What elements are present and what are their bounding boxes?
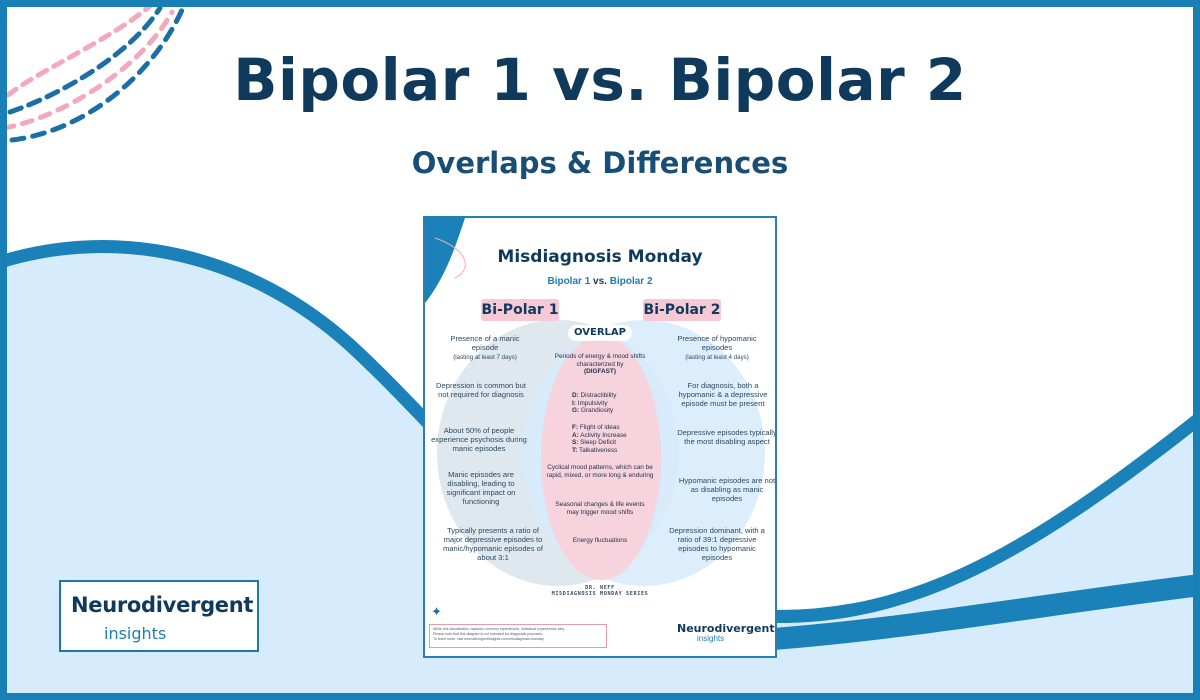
overlap-region: [541, 336, 661, 580]
brand-logo-line1: Neurodivergent: [71, 593, 254, 617]
bp2-item: Hypomanic episodes are not as disabling …: [678, 476, 776, 503]
card-subtitle: Bipolar 1 vs. Bipolar 2: [425, 276, 775, 287]
disclaimer-line: While this visualization captures common…: [433, 627, 565, 631]
bp1-item: Manic episodes are disabling, leading to…: [446, 470, 516, 506]
page-subtitle: Overlaps & Differences: [411, 146, 789, 180]
brand-logo-line2: insights: [104, 624, 167, 643]
overlap-intro-text: Periods of energy & mood shifts characte…: [554, 353, 646, 368]
disclaimer-line: To learn more, visit neurodivergentinsig…: [433, 637, 544, 641]
venn-diagram: [425, 218, 765, 586]
bp1-item: Presence of a manic episode (lasting at …: [437, 334, 533, 362]
brand-logo: Neurodivergent insights: [59, 580, 259, 652]
digfast-item: G: Grandiosity: [572, 407, 614, 415]
digfast-item: F: Flight of ideas: [572, 424, 620, 431]
overlap-item: Seasonal changes & life events may trigg…: [555, 501, 645, 516]
disclaimer-line: Please note that this diagram is not int…: [433, 632, 544, 636]
bp1-item-text: Presence of a manic episode: [450, 334, 520, 352]
light-blue-wave: [0, 246, 1200, 700]
bp2-item: Depressive episodes typically the most d…: [677, 428, 777, 446]
overlap-intro: Periods of energy & mood shifts characte…: [544, 353, 656, 376]
digfast-group-2: F: Flight of ideas A: Activity Increase …: [572, 424, 662, 454]
bipolar1-label: Bi-Polar 1: [481, 299, 559, 321]
card-corner-swirl: [434, 237, 466, 279]
bp2-item-note: (lasting at least 4 days): [685, 354, 749, 361]
card-corner-wave: [425, 218, 465, 303]
digfast-group-1: D: Distractibility I: Impulsivity G: Gra…: [572, 392, 662, 415]
author-name: DR. NEFF: [585, 585, 615, 591]
dark-blue-wave-bottom: [759, 574, 1200, 651]
bp1-item-note: (lasting at least 7 days): [453, 354, 517, 361]
bp2-item: Presence of hypomanic episodes (lasting …: [665, 334, 769, 362]
digfast-item: I: Impulsivity: [572, 399, 608, 407]
card-title: Misdiagnosis Monday: [497, 247, 703, 267]
bp1-item: About 50% of people experience psychosis…: [431, 426, 527, 453]
series-name: MISDIAGNOSIS MONDAY SERIES: [551, 591, 649, 598]
digfast-item: A: Activity Increase: [572, 431, 627, 439]
overlap-item: Energy fluctuations: [572, 537, 628, 544]
digfast-item: D: Distractibility: [572, 392, 617, 399]
overlap-item: Cyclical mood patterns, which can be rap…: [546, 464, 654, 479]
bp2-item: For diagnosis, both a hypomanic & a depr…: [678, 381, 768, 408]
bp2-item-text: Presence of hypomanic episodes: [677, 334, 757, 352]
card-logo-line1: Neurodivergent: [677, 622, 775, 635]
disclaimer-box: While this visualization captures common…: [429, 624, 607, 648]
card-subtitle-vs: vs.: [593, 276, 607, 287]
bp2-item: Depression dominant, with a ratio of 39:…: [669, 526, 765, 562]
infographic-card: Misdiagnosis Monday Bipolar 1 vs. Bipola…: [423, 216, 777, 658]
author-credit: DR. NEFF MISDIAGNOSIS MONDAY SERIES: [425, 585, 775, 597]
digfast-item: T: Talkativeness: [572, 446, 618, 454]
overlap-acronym: (DIGFAST): [584, 368, 616, 376]
card-logo: Neurodivergent insights: [677, 622, 775, 643]
decorative-dashed-arcs: [1, 3, 185, 143]
digfast-item: S: Sleep Deficit: [572, 439, 617, 447]
bipolar2-label: Bi-Polar 2: [643, 299, 721, 321]
page-title: Bipolar 1 vs. Bipolar 2: [233, 46, 967, 114]
bp1-item: Typically presents a ratio of major depr…: [442, 526, 544, 562]
overlap-label: OVERLAP: [568, 325, 632, 341]
sparkle-icon: ✦: [431, 604, 442, 619]
card-subtitle-left: Bipolar 1: [547, 276, 591, 287]
card-logo-line2: insights: [697, 634, 725, 643]
bp1-item: Depression is common but not required fo…: [436, 381, 526, 399]
card-subtitle-right: Bipolar 2: [609, 276, 653, 287]
